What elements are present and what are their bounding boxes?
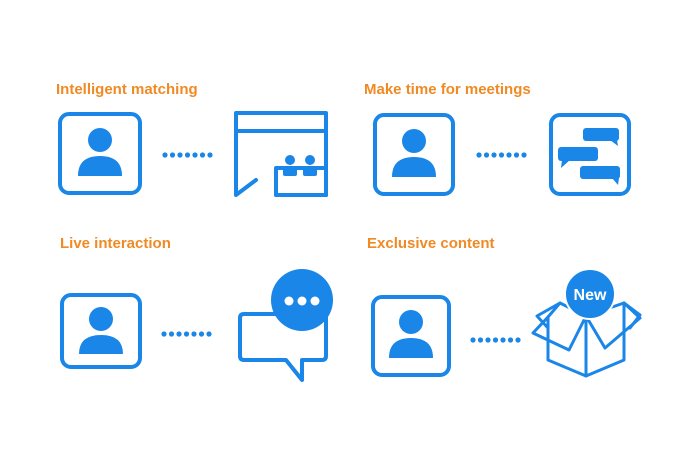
new-badge-label: New — [574, 287, 607, 304]
feature-title-intelligent-matching: Intelligent matching — [56, 81, 198, 98]
connector-dots — [161, 331, 212, 337]
connector-dots — [470, 337, 521, 343]
booth-icon — [234, 111, 328, 197]
user-profile-icon — [58, 112, 142, 195]
new-box-icon: New — [531, 268, 642, 378]
user-profile-icon — [60, 293, 142, 369]
connector-dots — [476, 152, 527, 158]
speech-bubble-icon — [238, 269, 333, 382]
chat-bubbles-icon — [549, 113, 631, 196]
user-profile-icon — [373, 113, 455, 196]
feature-title-meetings: Make time for meetings — [364, 81, 531, 98]
user-profile-icon — [371, 295, 451, 377]
feature-title-live-interaction: Live interaction — [60, 235, 171, 252]
connector-dots — [162, 152, 213, 158]
feature-title-exclusive-content: Exclusive content — [367, 235, 495, 252]
